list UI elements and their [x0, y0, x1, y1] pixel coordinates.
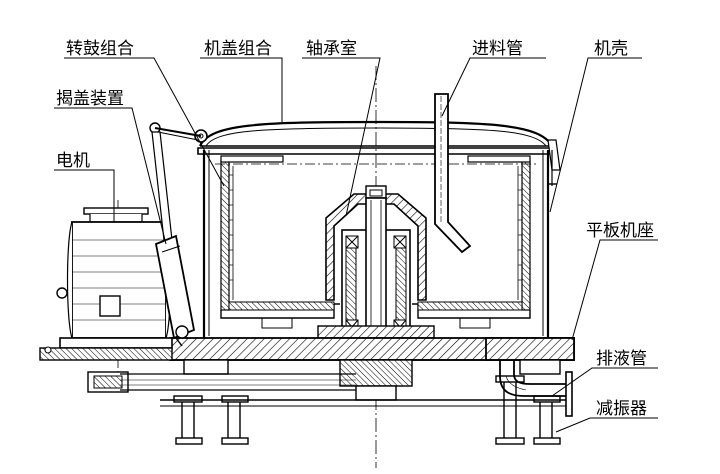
label-damper: 减振器: [596, 399, 647, 419]
labels: 转鼓组合 机盖组合 轴承室 进料管 机壳 揭盖装置 电机 平板机座 排液管 减振…: [56, 39, 654, 419]
motor: [39, 207, 173, 361]
label-motor: 电机: [56, 151, 90, 171]
label-cover-assembly: 机盖组合: [204, 39, 272, 59]
drum-assembly: [215, 155, 538, 329]
base-plate: [87, 337, 575, 401]
label-bearing-housing: 轴承室: [306, 39, 357, 59]
drain-pipe: [499, 360, 573, 417]
cover-assembly: [194, 120, 561, 186]
label-drain-pipe: 排液管: [596, 349, 647, 369]
label-feed-pipe: 进料管: [472, 39, 523, 59]
label-machine-shell: 机壳: [594, 39, 628, 59]
label-drum-assembly: 转鼓组合: [66, 39, 134, 59]
bearing-housing: [317, 185, 435, 399]
leader-lines: [54, 57, 658, 433]
feed-pipe: [434, 93, 472, 254]
lid-lifter: [149, 122, 202, 347]
label-lid-lifter: 揭盖装置: [56, 89, 124, 109]
label-base-plate: 平板机座: [586, 221, 654, 241]
